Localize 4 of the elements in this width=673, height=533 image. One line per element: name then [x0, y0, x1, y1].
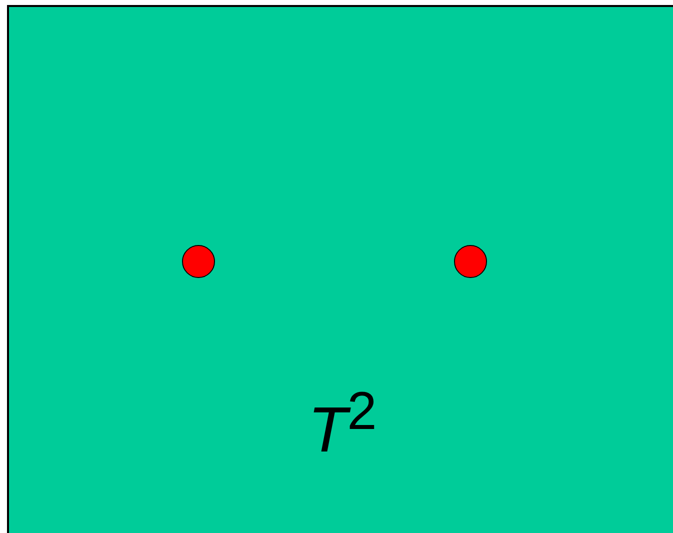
point-marker [454, 245, 487, 278]
region-label: T$^{2}$ [308, 385, 377, 462]
point-marker [182, 245, 215, 278]
region-box [7, 5, 673, 533]
